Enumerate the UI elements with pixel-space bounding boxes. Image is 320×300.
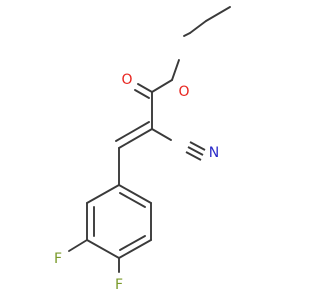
atom-o-carbonyl: O: [121, 72, 132, 88]
bond-carbonyl-double-1: [137, 83, 153, 93]
ring-bond-1-inner: [119, 192, 146, 208]
nitrile-line-3: [185, 151, 202, 161]
molecule-structure: O O N F F: [54, 6, 231, 293]
ring-bond-1: [118, 184, 152, 204]
bond-oester-link: [183, 32, 191, 37]
atom-f-para: F: [115, 277, 123, 293]
bonds: [68, 6, 231, 273]
bond-calpha-cnitrile: [151, 128, 172, 141]
bond-oester-ccarbonyl: [151, 79, 173, 93]
bond-carbonyl-double-2: [134, 89, 150, 99]
atom-f-meta: F: [54, 251, 62, 267]
atom-labels: O O N F F: [54, 72, 219, 293]
bond-ch3-ch2: [205, 6, 231, 22]
ring-bond-3: [118, 239, 152, 259]
nitrile-triple-bond: [185, 141, 206, 161]
nitrile-line-2: [189, 141, 206, 151]
atom-o-ester: O: [178, 84, 189, 100]
ring-bond-4: [86, 239, 120, 259]
nitrile-line-1: [187, 146, 204, 156]
bond-ring-fmeta: [68, 239, 88, 252]
bond-alkene-double-1: [118, 128, 153, 149]
ring-bond-6: [86, 184, 120, 204]
bond-alkene-double-2: [115, 121, 150, 142]
bond-oester-up: [171, 59, 180, 81]
ring-bond-3-inner: [119, 235, 146, 251]
atom-n-nitrile: N: [209, 145, 219, 161]
bond-ch2-oester: [189, 20, 207, 34]
